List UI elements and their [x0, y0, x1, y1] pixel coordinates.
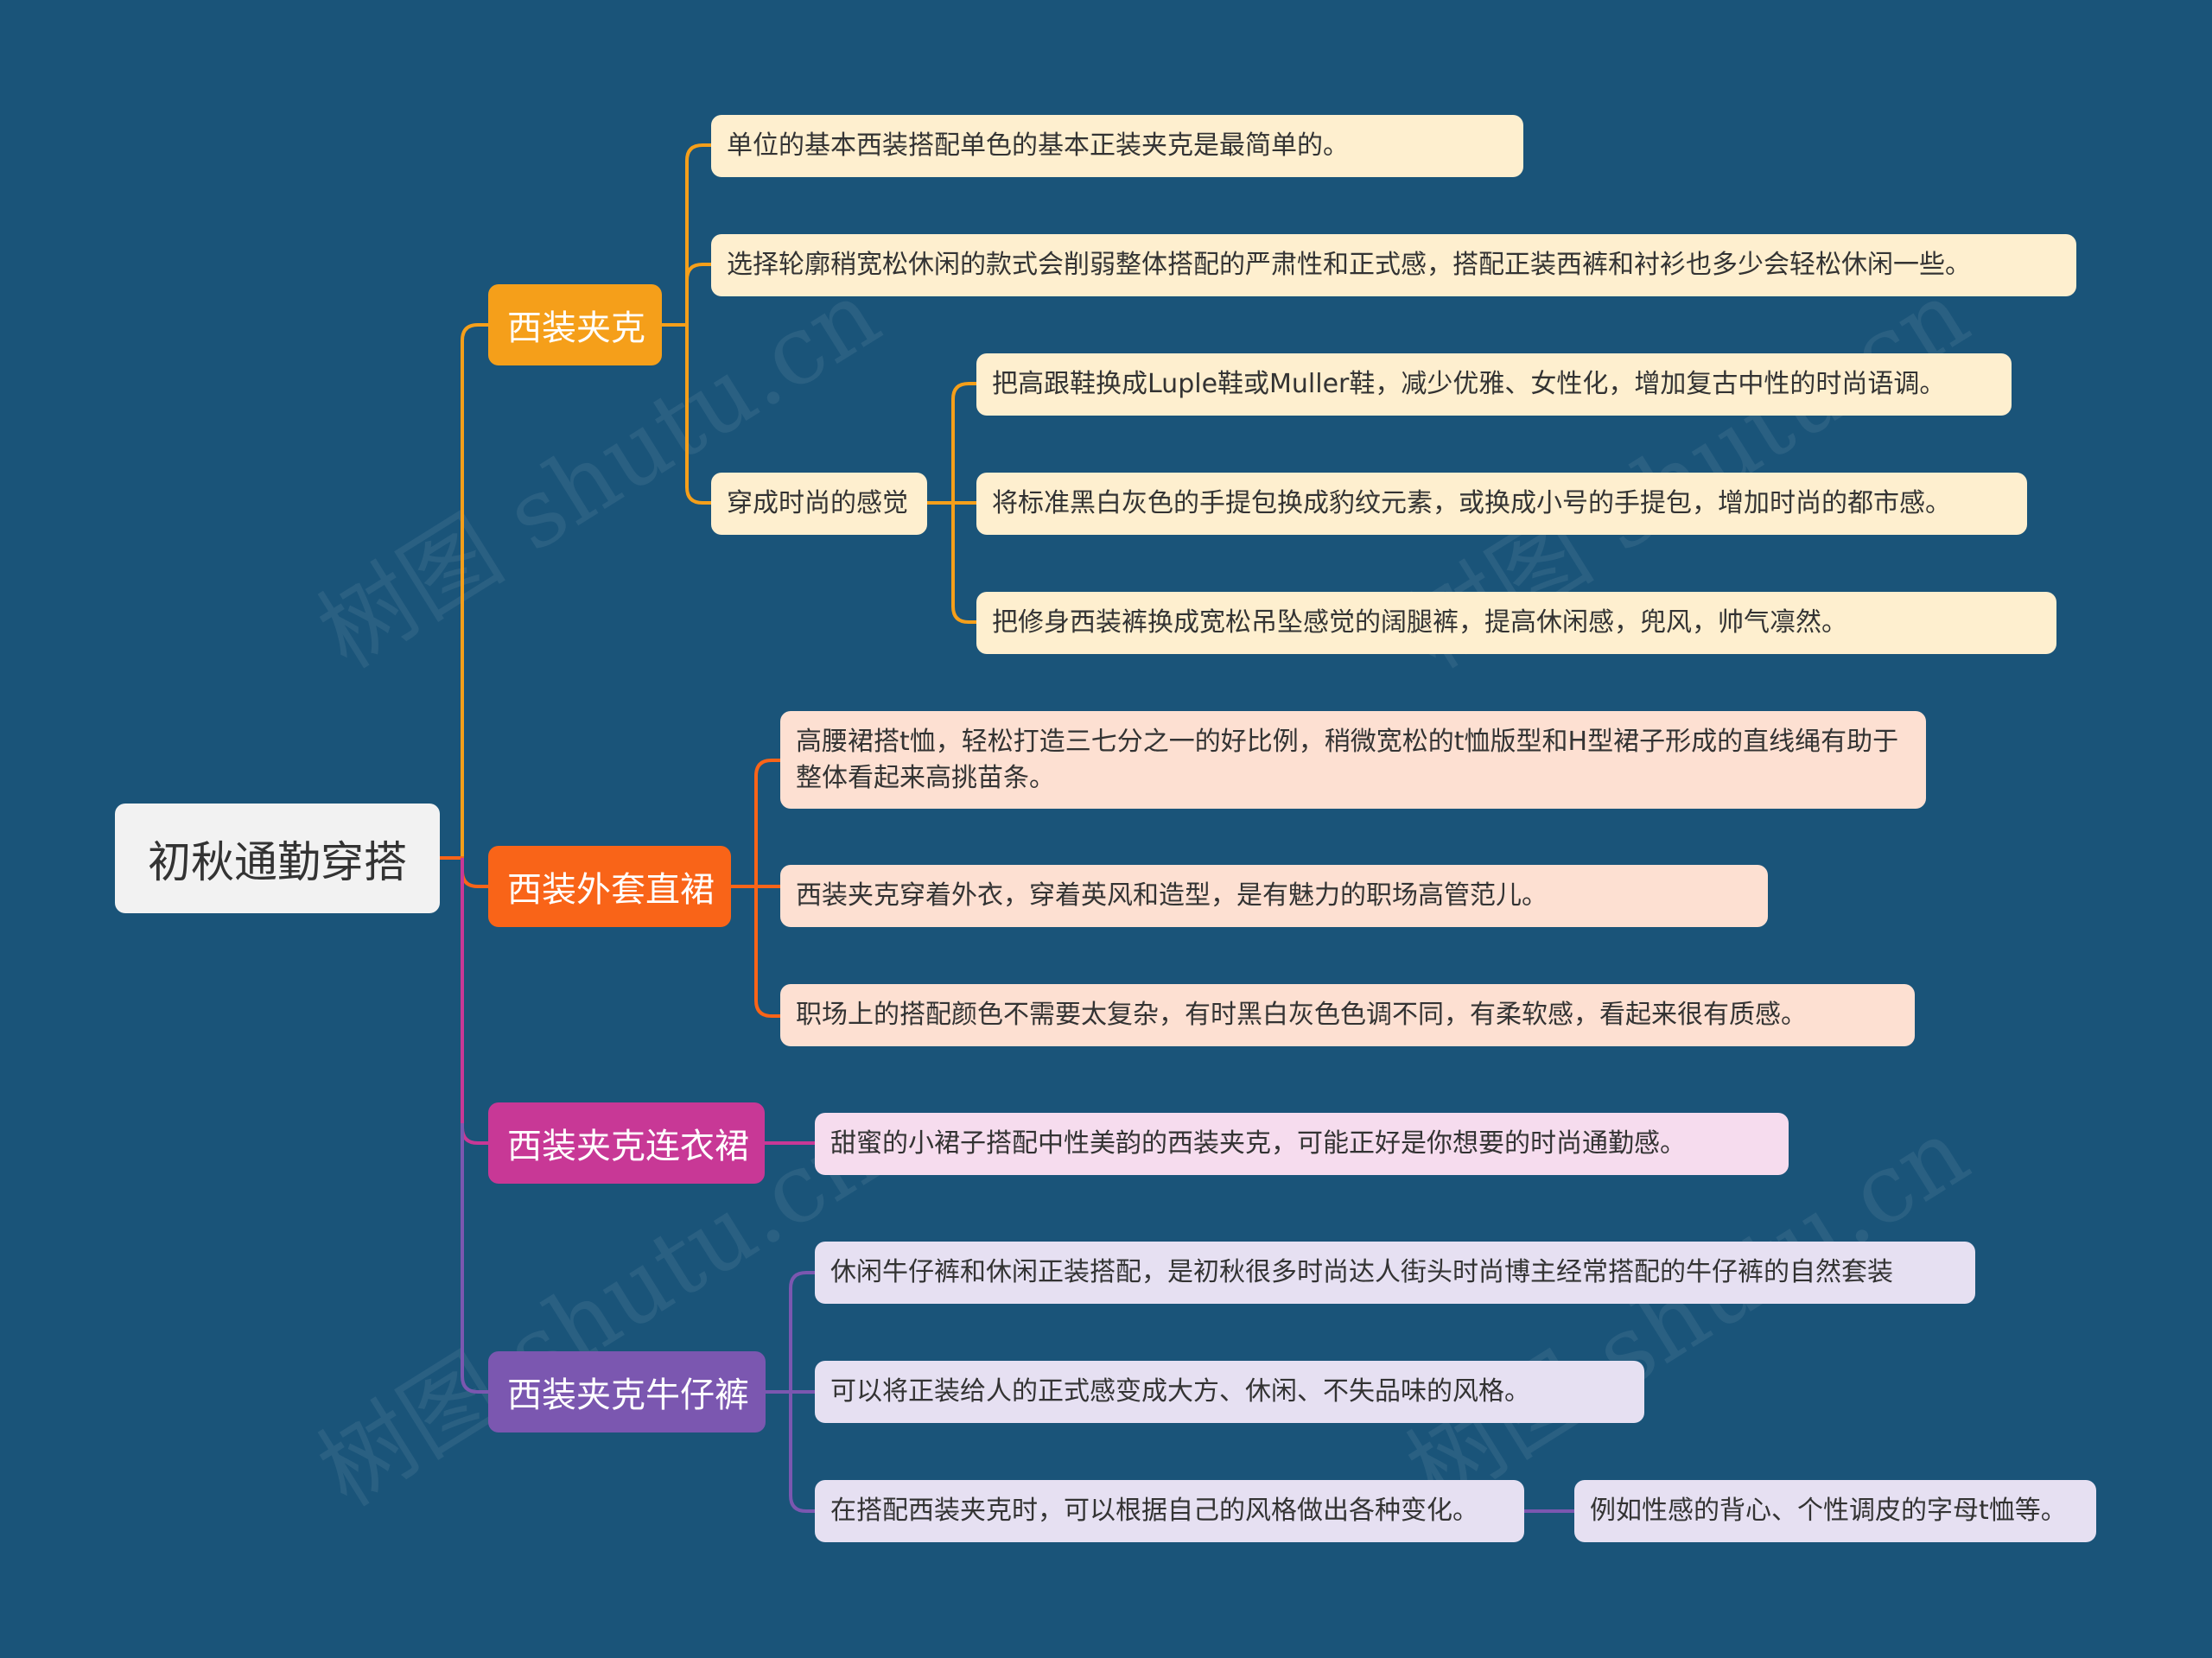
connector-b2-leaf1 [754, 759, 780, 886]
connector-root-branch4 [461, 1123, 488, 1394]
connector-b4-sub [789, 1392, 815, 1513]
leaf-node[interactable]: 将标准黑白灰色的手提包换成豹纹元素，或换成小号的手提包，增加时尚的都市感。 [976, 473, 2027, 535]
leaf-node[interactable]: 职场上的搭配颜色不需要太复杂，有时黑白灰色色调不同，有柔软感，看起来很有质感。 [780, 984, 1915, 1046]
leaf-node[interactable]: 单位的基本西装搭配单色的基本正装夹克是最简单的。 [711, 115, 1523, 177]
root-node[interactable]: 初秋通勤穿搭 [115, 804, 440, 913]
leaf-node[interactable]: 可以将正装给人的正式感变成大方、休闲、不失品味的风格。 [815, 1361, 1644, 1423]
branch-node-jacket[interactable]: 西装夹克 [488, 284, 662, 365]
connector-b2-leaf3 [754, 886, 780, 1018]
branch-node-skirt[interactable]: 西装外套直裙 [488, 846, 731, 927]
connector-b1-leaf1 [685, 143, 711, 325]
sub-branch-node[interactable]: 在搭配西装夹克时，可以根据自己的风格做出各种变化。 [815, 1480, 1524, 1542]
connector-b1-leaf2 [685, 263, 711, 325]
sub-branch-node[interactable]: 穿成时尚的感觉 [711, 473, 927, 535]
branch-node-dress[interactable]: 西装夹克连衣裙 [488, 1102, 765, 1184]
connector-root-branch1 [440, 323, 488, 860]
leaf-node[interactable]: 把高跟鞋换成Luple鞋或Muller鞋，减少优雅、女性化，增加复古中性的时尚语… [976, 353, 2012, 416]
leaf-node[interactable]: 例如性感的背心、个性调皮的字母t恤等。 [1574, 1480, 2096, 1542]
leaf-node[interactable]: 高腰裙搭t恤，轻松打造三七分之一的好比例，稍微宽松的t恤版型和H型裙子形成的直线… [780, 711, 1926, 809]
connector-b1-sub [685, 325, 711, 505]
leaf-node[interactable]: 选择轮廓稍宽松休闲的款式会削弱整体搭配的严肃性和正式感，搭配正装西裤和衬衫也多少… [711, 234, 2076, 296]
leaf-node[interactable]: 甜蜜的小裙子搭配中性美韵的西装夹克，可能正好是你想要的时尚通勤感。 [815, 1113, 1789, 1175]
connector-b4-leaf1 [789, 1271, 815, 1392]
connector-sub-leaf3 [951, 503, 976, 624]
connector-sub-leaf1 [951, 382, 976, 503]
leaf-node[interactable]: 西装夹克穿着外衣，穿着英风和造型，是有魅力的职场高管范儿。 [780, 865, 1768, 927]
branch-node-jeans[interactable]: 西装夹克牛仔裤 [488, 1351, 766, 1432]
connector-root-branch3 [461, 858, 488, 1145]
leaf-node[interactable]: 把修身西装裤换成宽松吊坠感觉的阔腿裤，提高休闲感，兜风，帅气凛然。 [976, 592, 2056, 654]
leaf-node[interactable]: 休闲牛仔裤和休闲正装搭配，是初秋很多时尚达人街头时尚博主经常搭配的牛仔裤的自然套… [815, 1242, 1975, 1304]
